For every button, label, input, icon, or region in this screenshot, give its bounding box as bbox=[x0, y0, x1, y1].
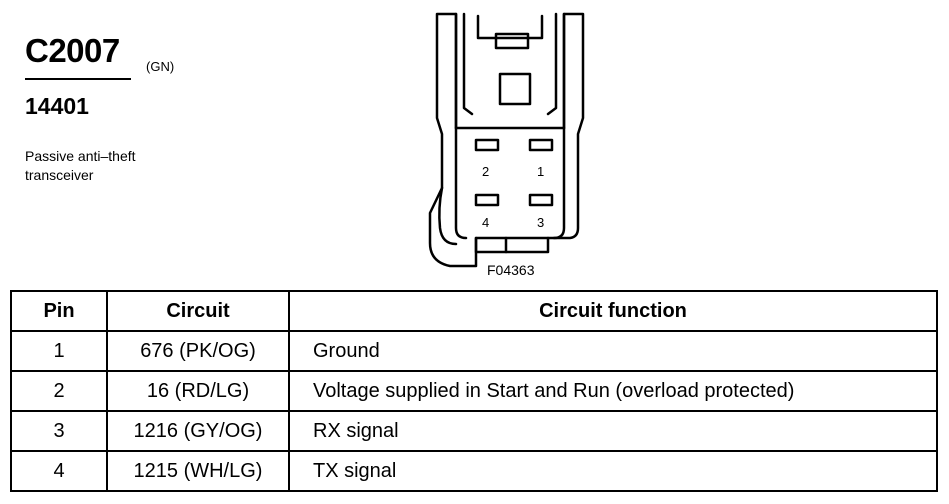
cell-circuit: 16 (RD/LG) bbox=[106, 370, 290, 412]
lock-window bbox=[498, 72, 532, 106]
header-pin: Pin bbox=[10, 290, 108, 332]
cell-function: Voltage supplied in Start and Run (overl… bbox=[288, 370, 938, 412]
body-lower bbox=[454, 126, 468, 240]
pin-table: Pin Circuit Circuit function 1 676 (PK/O… bbox=[10, 290, 938, 492]
cell-function: Ground bbox=[288, 330, 938, 372]
connector-color: (GN) bbox=[146, 59, 175, 74]
cell-circuit: 676 (PK/OG) bbox=[106, 330, 290, 372]
pin-cavity-1 bbox=[528, 138, 554, 152]
table-row: 3 1216 (GY/OG) RX signal bbox=[10, 410, 938, 452]
cell-pin: 2 bbox=[10, 370, 108, 412]
header-circuit-function: Circuit function bbox=[288, 290, 938, 332]
inner-wall-right bbox=[546, 12, 558, 116]
description-line: transceiver bbox=[25, 167, 94, 183]
pin-label: 1 bbox=[537, 164, 544, 179]
top-latch bbox=[476, 14, 544, 40]
latch-tab bbox=[494, 32, 530, 50]
cell-pin: 1 bbox=[10, 330, 108, 372]
figure-code: F04363 bbox=[487, 262, 535, 278]
table-row: 4 1215 (WH/LG) TX signal bbox=[10, 450, 938, 492]
body-lower-right bbox=[552, 126, 566, 240]
part-number: 14401 bbox=[25, 93, 89, 119]
cell-function: TX signal bbox=[288, 450, 938, 492]
connector-housing-outline bbox=[428, 12, 585, 268]
pin-label: 4 bbox=[482, 215, 489, 230]
table-row: 2 16 (RD/LG) Voltage supplied in Start a… bbox=[10, 370, 938, 412]
cell-pin: 4 bbox=[10, 450, 108, 492]
inner-wall-left-2 bbox=[462, 12, 474, 116]
bottom-key bbox=[474, 236, 550, 254]
table-header-row: Pin Circuit Circuit function bbox=[10, 290, 938, 332]
pin-label: 2 bbox=[482, 164, 489, 179]
pin-label: 3 bbox=[537, 215, 544, 230]
cell-pin: 3 bbox=[10, 410, 108, 452]
cell-function: RX signal bbox=[288, 410, 938, 452]
pin-cavity-4 bbox=[474, 193, 500, 207]
header-circuit: Circuit bbox=[106, 290, 290, 332]
connector-face-drawing: 2 1 4 3 bbox=[428, 12, 585, 268]
pin-cavity-3 bbox=[528, 193, 554, 207]
side-tab bbox=[438, 186, 458, 246]
table-row: 1 676 (PK/OG) Ground bbox=[10, 330, 938, 372]
connector-id: C2007 bbox=[25, 32, 120, 69]
description-line: Passive anti–theft bbox=[25, 148, 136, 164]
pin-cavity-2 bbox=[474, 138, 500, 152]
component-description: Passive anti–theft transceiver bbox=[25, 147, 225, 185]
cell-circuit: 1215 (WH/LG) bbox=[106, 450, 290, 492]
cell-circuit: 1216 (GY/OG) bbox=[106, 410, 290, 452]
connector-id-underline bbox=[25, 78, 131, 80]
